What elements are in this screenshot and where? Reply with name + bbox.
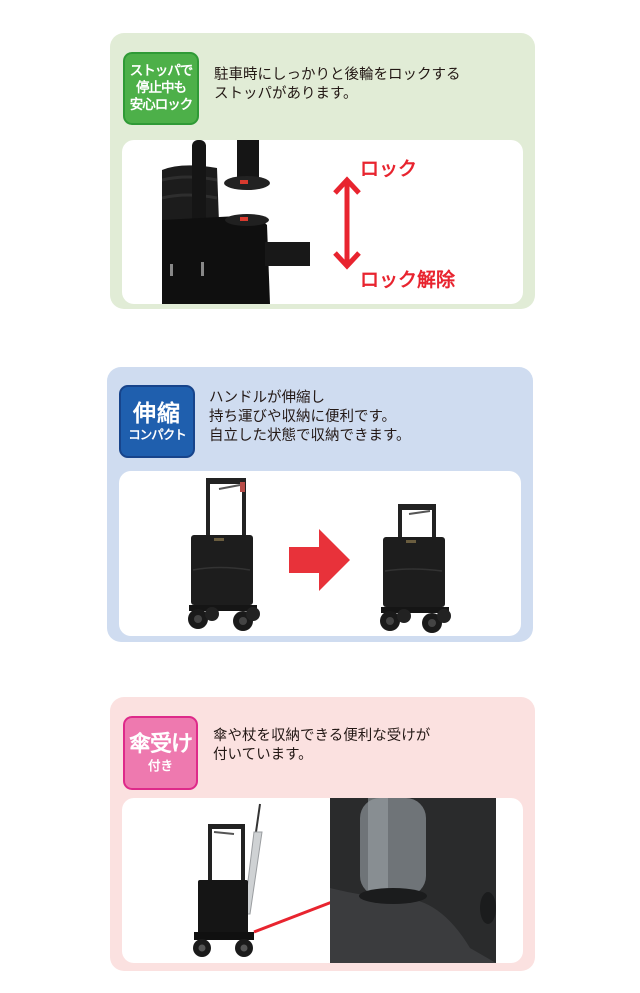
- right-arrow-icon: [289, 529, 350, 591]
- badge-subtitle: コンパクト: [128, 426, 187, 442]
- badge-line: 安心ロック: [129, 97, 193, 113]
- stopper-description: 駐車時にしっかりと後輪をロックする ストッパがあります。: [214, 66, 461, 104]
- stopper-badge: ストッパで 停止中も 安心ロック: [123, 52, 199, 125]
- description-line: 駐車時にしっかりと後輪をロックする: [214, 67, 461, 83]
- up-down-arrow-icon: [333, 176, 361, 270]
- description-line: ハンドルが伸縮し: [209, 390, 325, 406]
- cart-retracted-image: [380, 504, 451, 633]
- lock-label: ロック: [360, 158, 418, 180]
- compact-feature-panel: 伸縮 コンパクト ハンドルが伸縮し 持ち運びや収納に便利です。 自立した状態で収…: [107, 367, 533, 642]
- umbrella-holder-closeup-photo: [330, 798, 496, 963]
- badge-subtitle: 付き: [147, 758, 173, 773]
- description-line: 持ち運びや収納に便利です。: [209, 409, 397, 425]
- connector-line: [253, 900, 333, 934]
- umbrella-description: 傘や杖を収納できる便利な受けが 付いています。: [213, 727, 430, 765]
- badge-line: 停止中も: [136, 80, 187, 96]
- badge-title: 傘受け: [128, 732, 193, 757]
- description-line: 自立した状態で収納できます。: [209, 428, 411, 444]
- compact-description: ハンドルが伸縮し 持ち運びや収納に便利です。 自立した状態で収納できます。: [209, 389, 411, 446]
- description-line: ストッパがあります。: [214, 86, 358, 102]
- badge-line: ストッパで: [129, 63, 193, 79]
- umbrella-feature-panel: 傘受け 付き 傘や杖を収納できる便利な受けが 付いています。: [110, 697, 535, 971]
- stopper-closeup-photo: [161, 140, 312, 304]
- stopper-feature-panel: ストッパで 停止中も 安心ロック 駐車時にしっかりと後輪をロックする ストッパが…: [110, 33, 535, 309]
- cart-extended-image: [188, 478, 260, 631]
- cart-with-umbrella-image: [193, 803, 263, 957]
- umbrella-badge: 傘受け 付き: [123, 716, 198, 790]
- compact-badge: 伸縮 コンパクト: [119, 385, 195, 458]
- stopper-image-card: ロック ロック解除: [122, 140, 523, 304]
- description-line: 付いています。: [213, 747, 313, 763]
- compact-image-card: [119, 471, 521, 636]
- description-line: 傘や杖を収納できる便利な受けが: [213, 728, 431, 744]
- umbrella-image-card: [122, 798, 523, 963]
- badge-title: 伸縮: [133, 400, 181, 427]
- unlock-label: ロック解除: [360, 269, 456, 291]
